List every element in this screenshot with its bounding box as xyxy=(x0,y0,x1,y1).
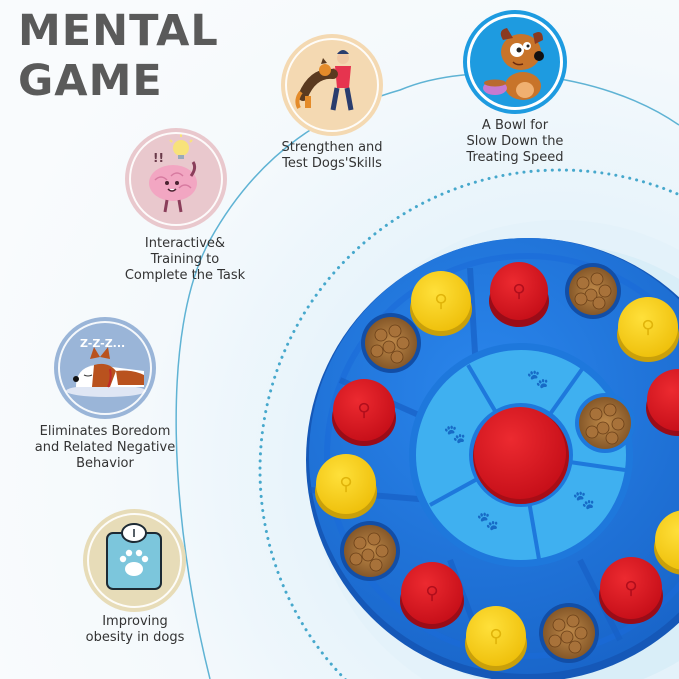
feature-label-slow-bowl: A Bowl for Slow Down the Treating Speed xyxy=(466,118,564,165)
page-title: MENTAL GAME xyxy=(18,6,219,106)
paw-print-icon: 🐾 xyxy=(573,490,595,511)
feature-badge-slow-bowl xyxy=(463,10,567,114)
svg-text:⚲: ⚲ xyxy=(425,583,438,604)
dotted-arc xyxy=(258,168,679,679)
feature-badge-boredom: Z-Z-Z... xyxy=(54,317,156,419)
svg-text:⚲: ⚲ xyxy=(641,317,654,338)
svg-text:⚲: ⚲ xyxy=(624,578,637,599)
feature-badge-strengthen xyxy=(281,34,383,136)
red-caps: ⚲ ⚲ ⚲ ⚲ xyxy=(332,262,679,629)
feature-label-strengthen: Strengthen and Test Dogs'Skills xyxy=(281,140,383,171)
center-red-button xyxy=(474,407,566,499)
paw-print-icon: 🐾 xyxy=(477,511,499,532)
paw-print-icon: 🐾 xyxy=(527,369,549,390)
feature-label-obesity: Improving obesity in dogs xyxy=(85,614,185,645)
svg-text:⚲: ⚲ xyxy=(339,474,352,495)
feature-badge-interactive: !! xyxy=(125,128,227,230)
feature-label-boredom: Eliminates Boredom and Related Negative … xyxy=(34,424,176,471)
feature-label-interactive: Interactive& Training to Complete the Ta… xyxy=(124,236,246,283)
inner-sliding-ring: 🐾 🐾 🐾 🐾 xyxy=(409,343,635,567)
feature-badge-obesity xyxy=(83,509,186,612)
svg-text:⚲: ⚲ xyxy=(434,291,447,312)
svg-text:⚲: ⚲ xyxy=(512,281,525,302)
svg-text:⚲: ⚲ xyxy=(357,400,370,421)
yellow-caps: ⚲ ⚲ ⚲ ⚲ xyxy=(315,271,679,671)
svg-text:⚲: ⚲ xyxy=(489,626,502,647)
title-line-2: GAME xyxy=(18,56,163,106)
paw-print-icon: 🐾 xyxy=(444,424,466,445)
title-line-1: MENTAL xyxy=(18,6,219,56)
